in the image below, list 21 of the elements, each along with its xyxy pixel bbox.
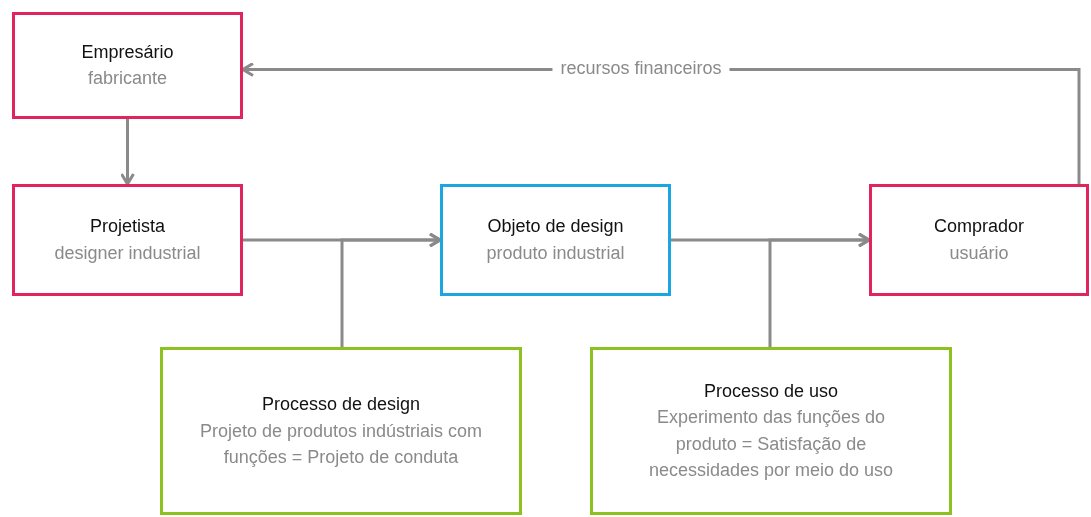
arrow [120, 119, 135, 186]
node-title: Processo de uso [703, 380, 839, 404]
node-description: Experimento das funções do produto = Satisfação de necessidades por meio do uso [647, 406, 895, 482]
process-box [869, 184, 1089, 296]
node-description: produto industrial [486, 241, 625, 265]
node-description: usuário [949, 241, 1009, 265]
node-title: Comprador [933, 215, 1024, 239]
arrow [768, 232, 871, 347]
node-description: Projeto de produtos indústriais com funções = Projeto de conduta [198, 419, 484, 469]
node-title: Empresário [81, 40, 174, 64]
node-description: designer industrial [54, 241, 201, 265]
process-box [440, 184, 671, 296]
node-description: fabricante [87, 67, 168, 91]
arrow [340, 232, 442, 347]
process-box [12, 12, 243, 119]
node-title: Objeto de design [487, 215, 624, 239]
node-title: Projetista [89, 215, 165, 239]
node-title: Processo de design [261, 393, 421, 417]
process-box [12, 184, 243, 296]
process-box [160, 347, 522, 515]
process-box [590, 347, 952, 515]
